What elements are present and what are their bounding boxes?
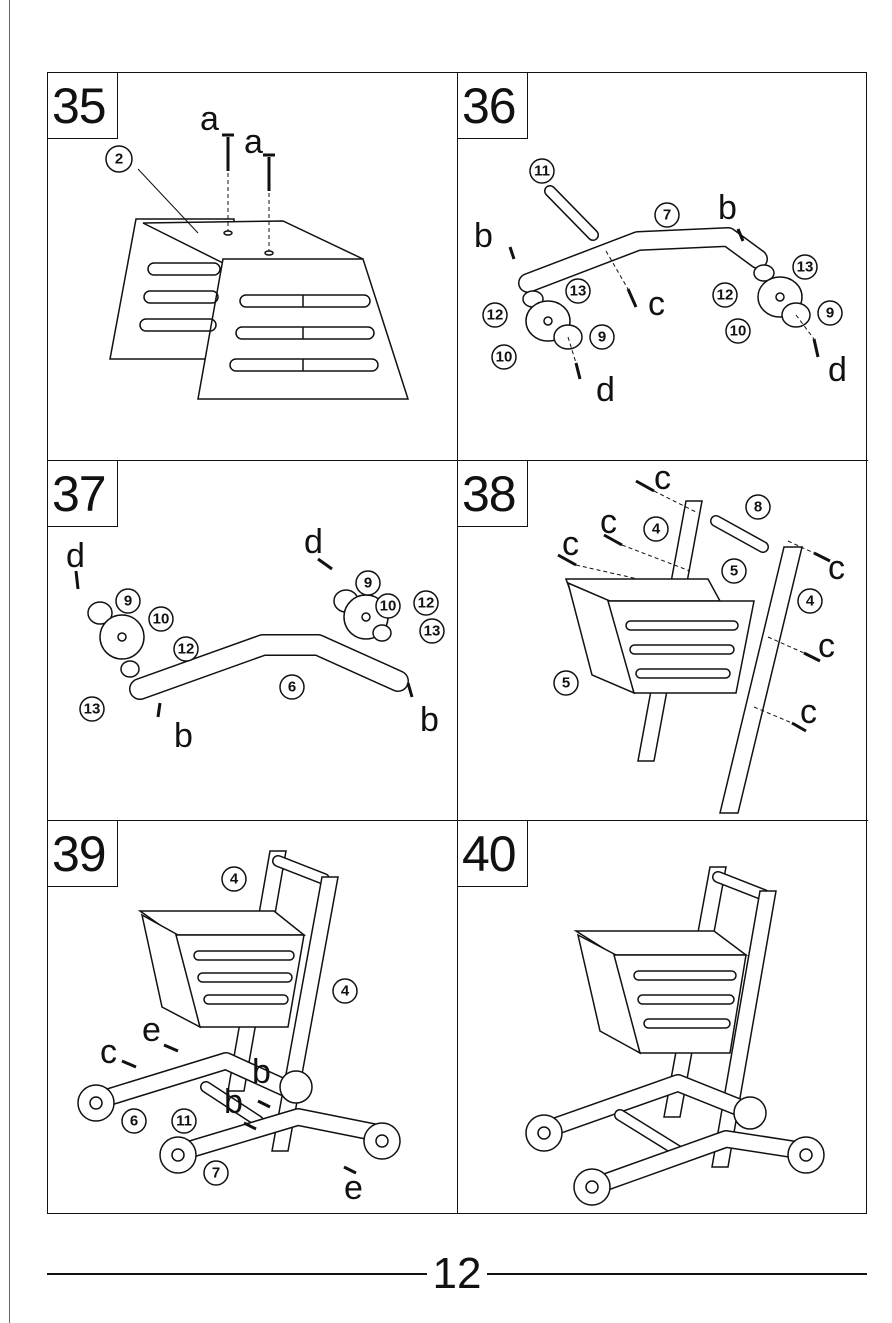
step-panel-35: a a 2 35	[48, 73, 458, 461]
hardware-label-c: c	[654, 461, 671, 497]
part-number: 13	[84, 701, 101, 718]
screw-label-a: a	[244, 123, 263, 161]
hardware-label-c: c	[800, 693, 817, 731]
part-number: 10	[380, 598, 397, 615]
step-number-box: 35	[48, 73, 118, 139]
part-number: 12	[487, 307, 504, 324]
part-number: 11	[534, 163, 550, 180]
part-number: 13	[570, 283, 587, 300]
step-number-box: 39	[48, 821, 118, 887]
hardware-label-c: c	[562, 525, 579, 563]
hardware-label-b: b	[474, 217, 493, 255]
part-number: 7	[663, 207, 671, 224]
part-number: 4	[341, 983, 350, 1000]
hardware-label-e: e	[142, 1011, 161, 1049]
screw-label-a: a	[200, 100, 219, 138]
part-number: 13	[797, 259, 814, 276]
part-number: 10	[153, 611, 170, 628]
hardware-label-b: b	[224, 1083, 243, 1121]
step-panel-38: c c c c c c 8 4 5 5 4 38	[458, 461, 868, 821]
step-number: 37	[52, 465, 106, 523]
step-number: 35	[52, 77, 106, 135]
part-number: 12	[717, 287, 734, 304]
step-number: 39	[52, 825, 106, 883]
hardware-label-b: b	[174, 717, 193, 755]
step-number-box: 37	[48, 461, 118, 527]
part-number: 4	[230, 871, 239, 888]
part-number: 5	[562, 675, 570, 692]
part-number: 4	[652, 521, 661, 538]
assembly-steps-grid: a a 2 35	[47, 72, 867, 1214]
hardware-label-c: c	[828, 549, 845, 587]
binding-margin-line	[9, 0, 10, 1323]
hardware-label-e: e	[344, 1169, 363, 1207]
step-panel-39: e c b b e 4 4 6 11 7 39	[48, 821, 458, 1213]
part-number: 9	[826, 305, 834, 322]
part-number: 2	[115, 151, 123, 168]
page-number: 12	[427, 1250, 487, 1298]
part-number: 9	[364, 575, 372, 592]
part-number: 4	[806, 593, 815, 610]
hardware-label-c: c	[100, 1033, 117, 1071]
part-number: 6	[288, 679, 296, 696]
step-number: 36	[462, 77, 516, 135]
part-number: 12	[178, 641, 195, 658]
step-number-box: 36	[458, 73, 528, 139]
hardware-label-b: b	[718, 189, 737, 227]
step-panel-37: d d b b 9 10 12 13 9 10 12 13	[48, 461, 458, 821]
hardware-label-c: c	[818, 627, 835, 665]
step-number-box: 40	[458, 821, 528, 887]
footer-rule-left	[47, 1273, 427, 1275]
hardware-label-b: b	[252, 1053, 271, 1091]
left-wheel-assembly	[88, 602, 144, 677]
hardware-label-c: c	[648, 285, 665, 323]
step-panel-40: 40	[458, 821, 868, 1213]
hardware-label-c: c	[600, 503, 617, 541]
part-number: 8	[754, 499, 762, 516]
hardware-label-b: b	[420, 701, 439, 739]
step-number-box: 38	[458, 461, 528, 527]
step-number: 40	[462, 825, 516, 883]
part-number: 7	[212, 1165, 220, 1182]
part-number: 9	[124, 593, 132, 610]
part-number: 9	[598, 329, 606, 346]
part-number: 12	[418, 595, 435, 612]
hardware-label-d: d	[596, 371, 615, 409]
part-number: 10	[730, 323, 747, 340]
part-number: 11	[176, 1113, 192, 1130]
part-number: 10	[496, 349, 513, 366]
hardware-label-d: d	[828, 351, 847, 389]
hardware-label-d: d	[66, 537, 85, 575]
step-number: 38	[462, 465, 516, 523]
part-number: 6	[130, 1113, 138, 1130]
hardware-label-d: d	[304, 523, 323, 561]
footer-rule-right	[487, 1273, 867, 1275]
part-number: 5	[730, 563, 738, 580]
step-panel-36: b b c d d 11 7 13 12 9 10 13 12	[458, 73, 868, 461]
part-number: 13	[424, 623, 441, 640]
